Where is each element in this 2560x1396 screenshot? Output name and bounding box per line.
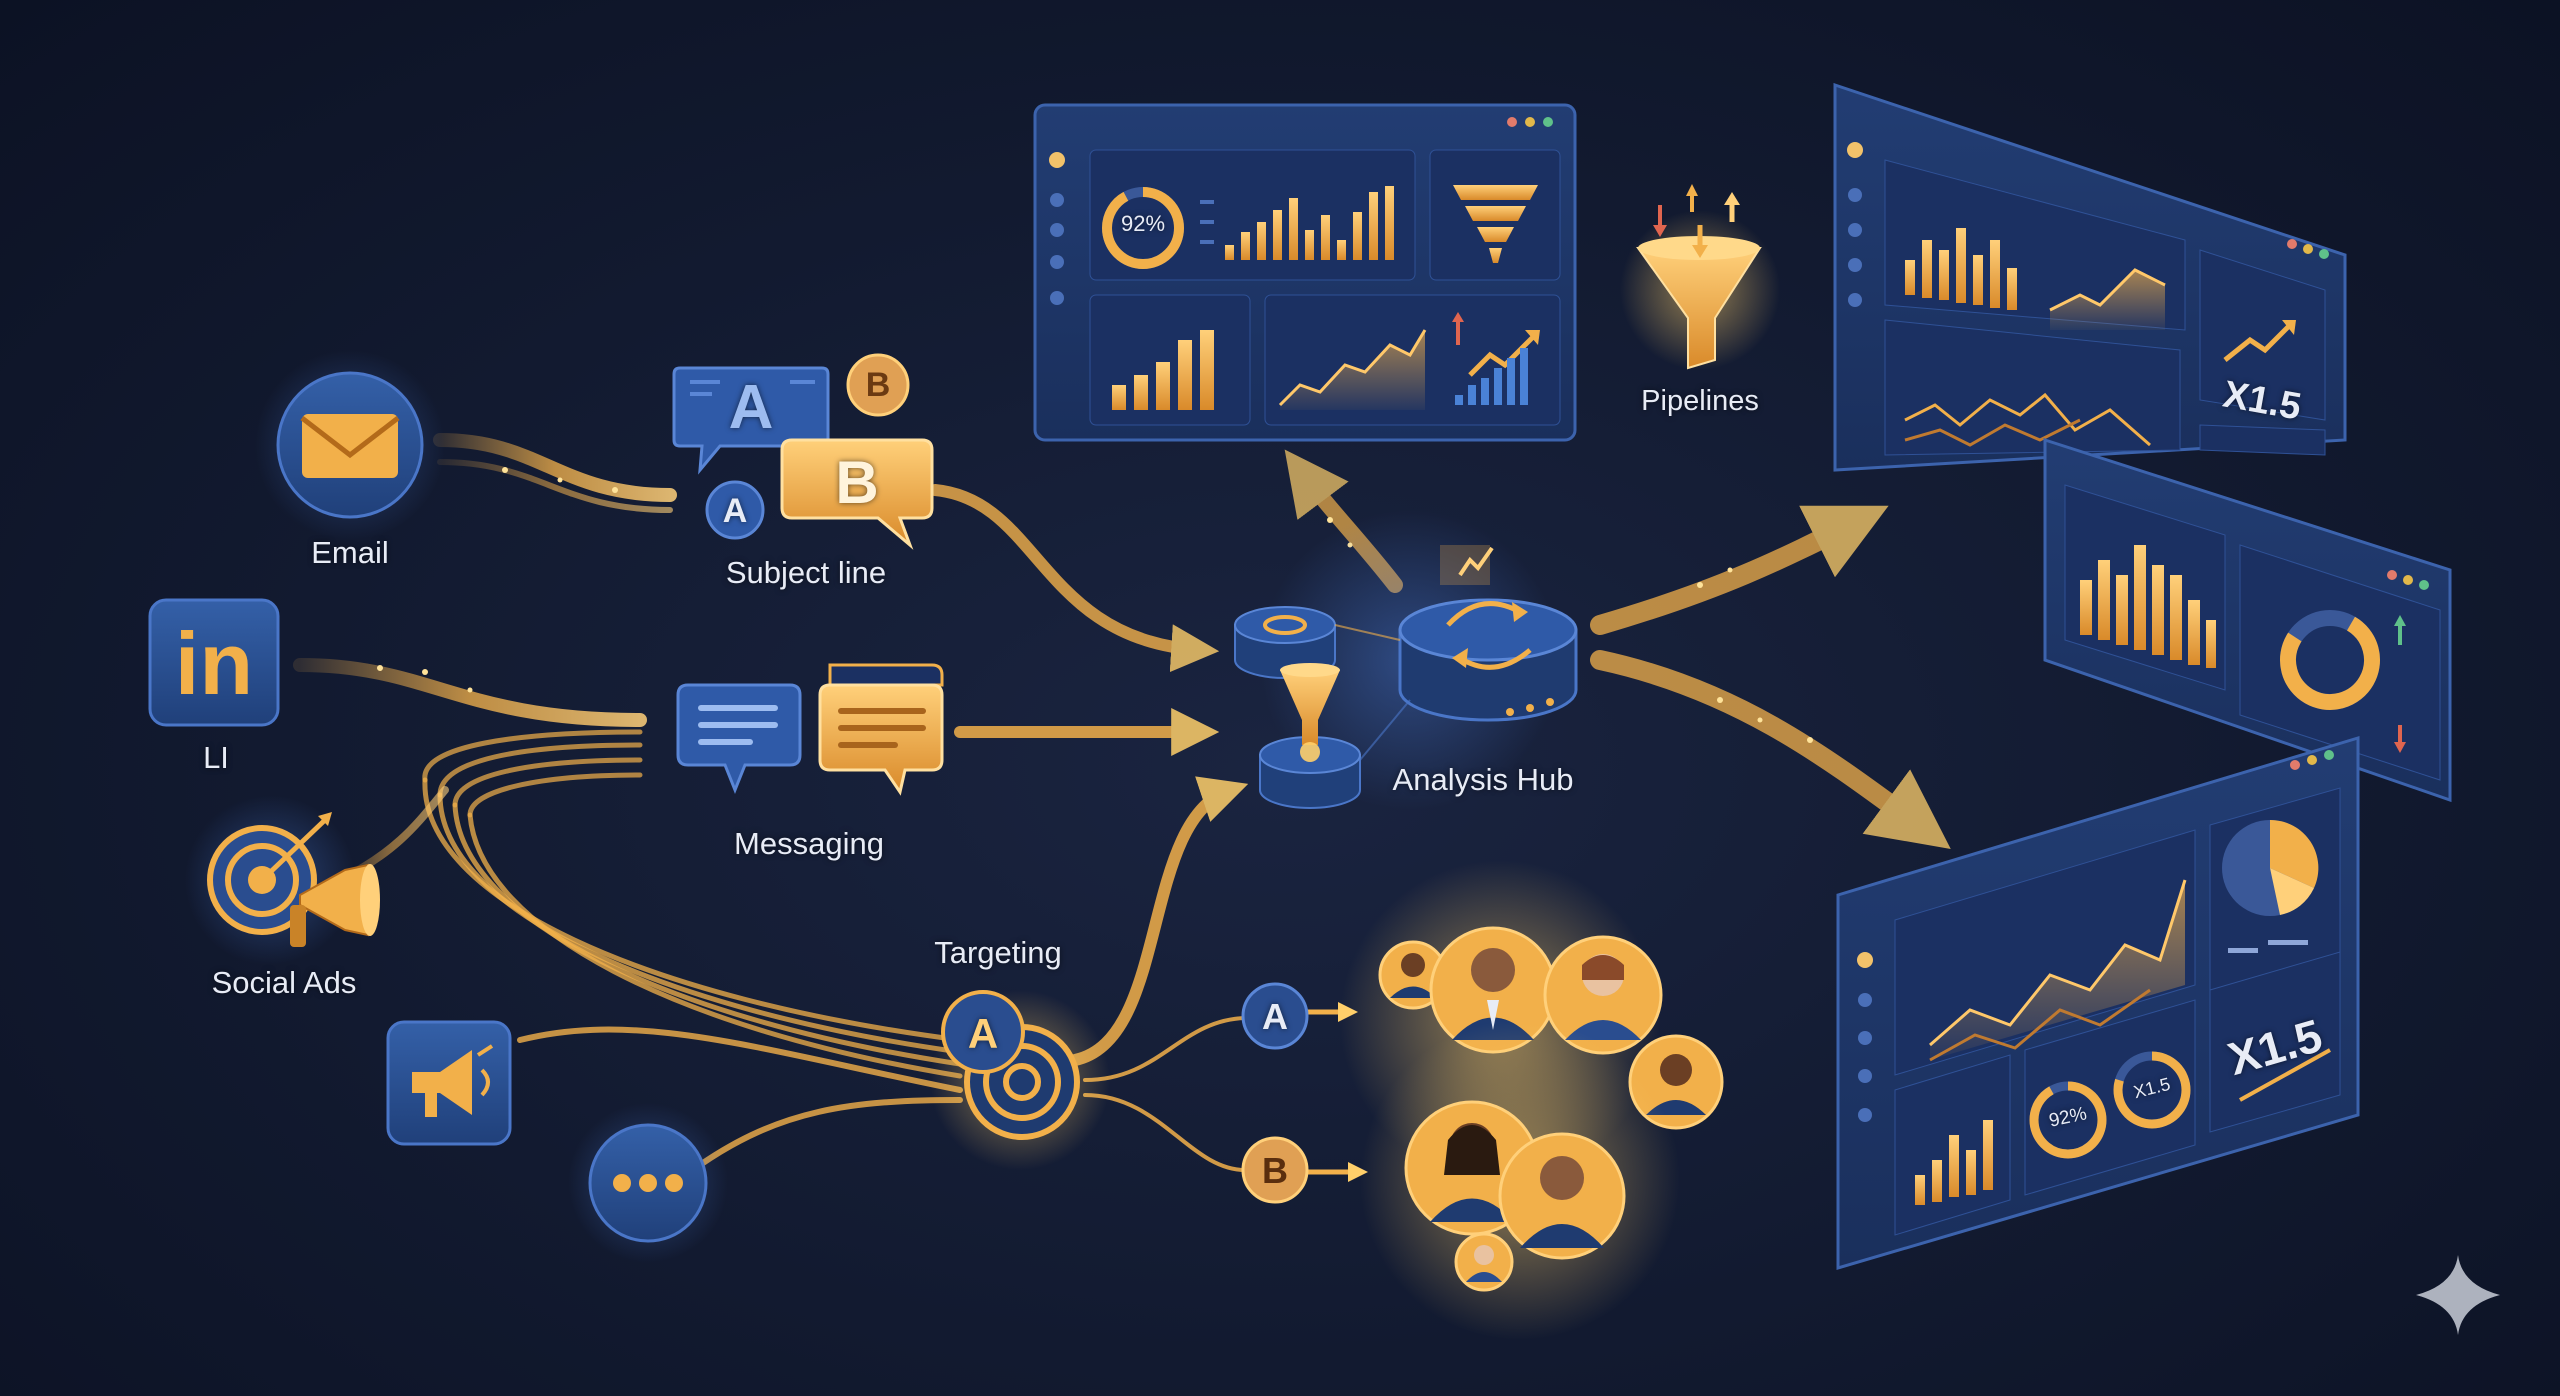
subject-b-small: B <box>865 366 891 404</box>
pie-chart <box>2222 819 2319 916</box>
pipelines-icon <box>1620 184 1780 370</box>
avatar <box>1378 940 1448 1010</box>
megaphone-icon <box>386 1020 512 1146</box>
analysis-hub-label: Analysis Hub <box>1392 762 1574 797</box>
flow-targeting-to-b <box>1083 1093 1247 1172</box>
flow-more-to-targeting <box>697 1097 963 1168</box>
flow-lines <box>293 433 1951 1182</box>
flow-subject-to-hub <box>929 484 1220 673</box>
subject-line-label: Subject line <box>725 555 887 590</box>
bar-group-2 <box>1112 330 1214 410</box>
flow-email-to-subject-2 <box>437 459 673 513</box>
avatar <box>1543 935 1663 1055</box>
right-dashboard-top <box>1833 82 2347 472</box>
messaging-bubbles <box>676 663 944 796</box>
subject-b-large: B <box>835 449 879 516</box>
social-ads-label: Social Ads <box>211 965 357 1000</box>
linkedin-logo-text: in <box>174 614 254 713</box>
email-icon <box>255 350 445 540</box>
audience-a-text: A <box>1262 996 1288 1037</box>
mid-donut <box>2280 610 2380 710</box>
audience-badge-b <box>1241 1136 1309 1204</box>
dashboard-sidebar <box>1049 152 1065 305</box>
flow-loop-to-targeting <box>422 777 963 1043</box>
flow-targeting-to-a <box>1083 1016 1247 1082</box>
email-label: Email <box>311 535 389 570</box>
bar-group-3 <box>1455 348 1528 405</box>
subject-line-bubbles <box>672 353 934 550</box>
funnel-icon <box>1453 185 1538 263</box>
bottom-donut-92 <box>2029 1081 2107 1159</box>
subject-a-small: A <box>722 492 748 530</box>
right-bars-1 <box>1905 228 2017 310</box>
bar-group-1 <box>1225 186 1394 260</box>
linkedin-icon <box>148 598 280 727</box>
flow-socialads-to-loop <box>336 786 449 884</box>
flow-email-to-subject <box>433 433 677 502</box>
hub-funnel-icon <box>1280 663 1340 762</box>
right-dashboard-middle <box>2043 437 2452 803</box>
audience-b-text: B <box>1262 1150 1288 1191</box>
targeting-icon <box>930 990 1110 1170</box>
targeting-label: Targeting <box>934 935 1062 970</box>
flow-hub-to-right-top <box>1590 505 1889 635</box>
pipelines-label: Pipelines <box>1641 385 1759 417</box>
flow-megaphone-to-targeting <box>517 1026 963 1093</box>
subject-a-large: A <box>728 373 774 442</box>
flow-targeting-to-hub <box>1069 776 1249 1066</box>
social-ads-icon <box>185 795 380 965</box>
audience-badge-a <box>1241 982 1309 1050</box>
avatar <box>1454 1232 1514 1292</box>
sparkle-icon <box>2416 1255 2500 1335</box>
linkedin-label: LI <box>203 740 229 775</box>
flow-li-to-messaging <box>293 658 647 727</box>
mid-bars <box>2080 545 2216 668</box>
avatar <box>1498 1132 1626 1260</box>
more-channels-icon <box>568 1103 728 1263</box>
messaging-label: Messaging <box>734 826 884 861</box>
targeting-a: A <box>967 1010 999 1057</box>
right-dashboard-bottom <box>1836 735 2360 1271</box>
window-controls <box>1507 117 1553 127</box>
bottom-donut-multiplier <box>2113 1051 2191 1129</box>
donut-percent-top: 92% <box>1120 211 1166 236</box>
donut-92 <box>1102 187 1184 269</box>
bottom-bars <box>1915 1120 1993 1205</box>
flow-hub-to-right-bottom <box>1590 650 1951 849</box>
top-dashboard <box>1033 103 1577 442</box>
area-chart-1 <box>1278 329 1427 410</box>
audience-group-b <box>1360 1020 1680 1340</box>
